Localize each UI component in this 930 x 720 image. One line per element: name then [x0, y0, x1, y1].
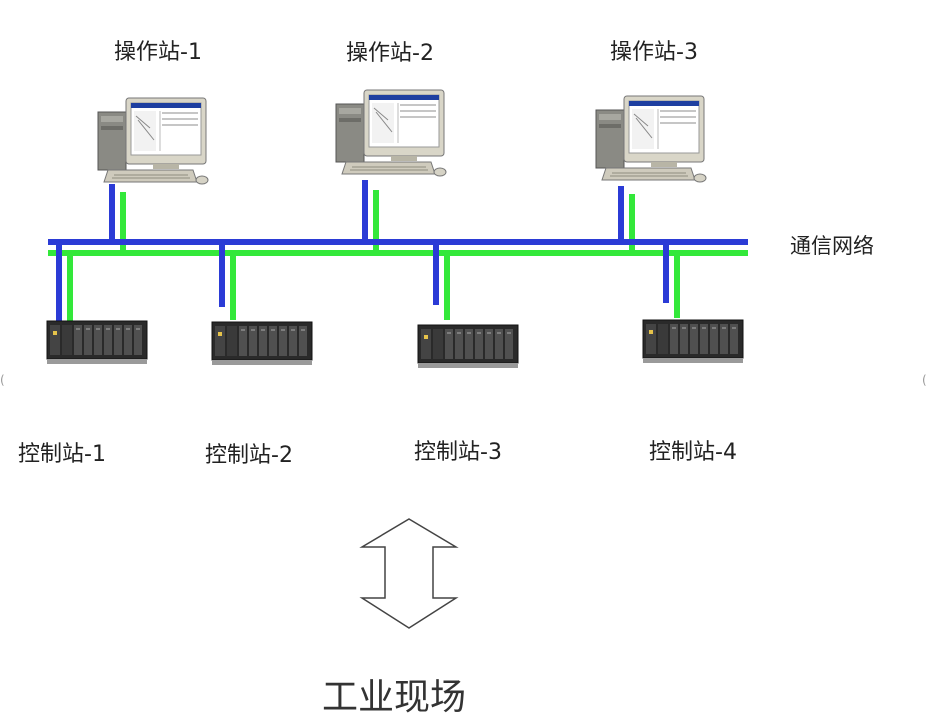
operator-station-2-label: 操作站-2	[346, 41, 434, 66]
ctl1-green-drop	[67, 256, 73, 322]
control-station-4-label: 控制站-4	[649, 440, 737, 465]
operator-station-3-computer-icon	[595, 95, 707, 183]
control-station-1-label: 控制站-1	[18, 442, 106, 467]
operator-station-1-computer-icon	[97, 97, 209, 185]
ctl4-green-drop	[674, 256, 680, 318]
ctl3-blue-drop	[433, 245, 439, 305]
op2-green-drop	[373, 190, 379, 252]
op3-green-drop	[629, 194, 635, 252]
op1-green-drop	[120, 192, 126, 252]
ctl2-green-drop	[230, 256, 236, 320]
ctl3-green-drop	[444, 256, 450, 320]
green-network-bus	[48, 250, 748, 256]
network-label: 通信网络	[790, 234, 874, 258]
operator-station-2-computer-icon	[335, 89, 447, 177]
industrial-field-label: 工业现场	[322, 677, 467, 718]
op1-blue-drop	[109, 184, 115, 242]
control-drops	[56, 245, 680, 322]
control-station-3-label: 控制站-3	[414, 440, 502, 465]
operator-station-1-label: 操作站-1	[114, 40, 202, 65]
operator-drops	[109, 180, 635, 252]
control-station-3-rack-icon	[417, 324, 519, 369]
control-station-2-rack-icon	[211, 321, 313, 366]
control-station-2-label: 控制站-2	[205, 443, 293, 468]
control-station-1-rack-icon	[46, 320, 148, 365]
left-edge-mark: (	[0, 373, 5, 387]
ctl2-blue-drop	[219, 245, 225, 307]
right-edge-mark: (	[922, 373, 927, 387]
ctl1-blue-drop	[56, 245, 62, 321]
op3-blue-drop	[618, 186, 624, 242]
double-arrow-vertical-icon	[359, 518, 459, 629]
control-station-4-rack-icon	[642, 319, 744, 364]
operator-station-3-label: 操作站-3	[610, 40, 698, 65]
ctl4-blue-drop	[663, 245, 669, 303]
op2-blue-drop	[362, 180, 368, 242]
blue-network-bus	[48, 239, 748, 245]
